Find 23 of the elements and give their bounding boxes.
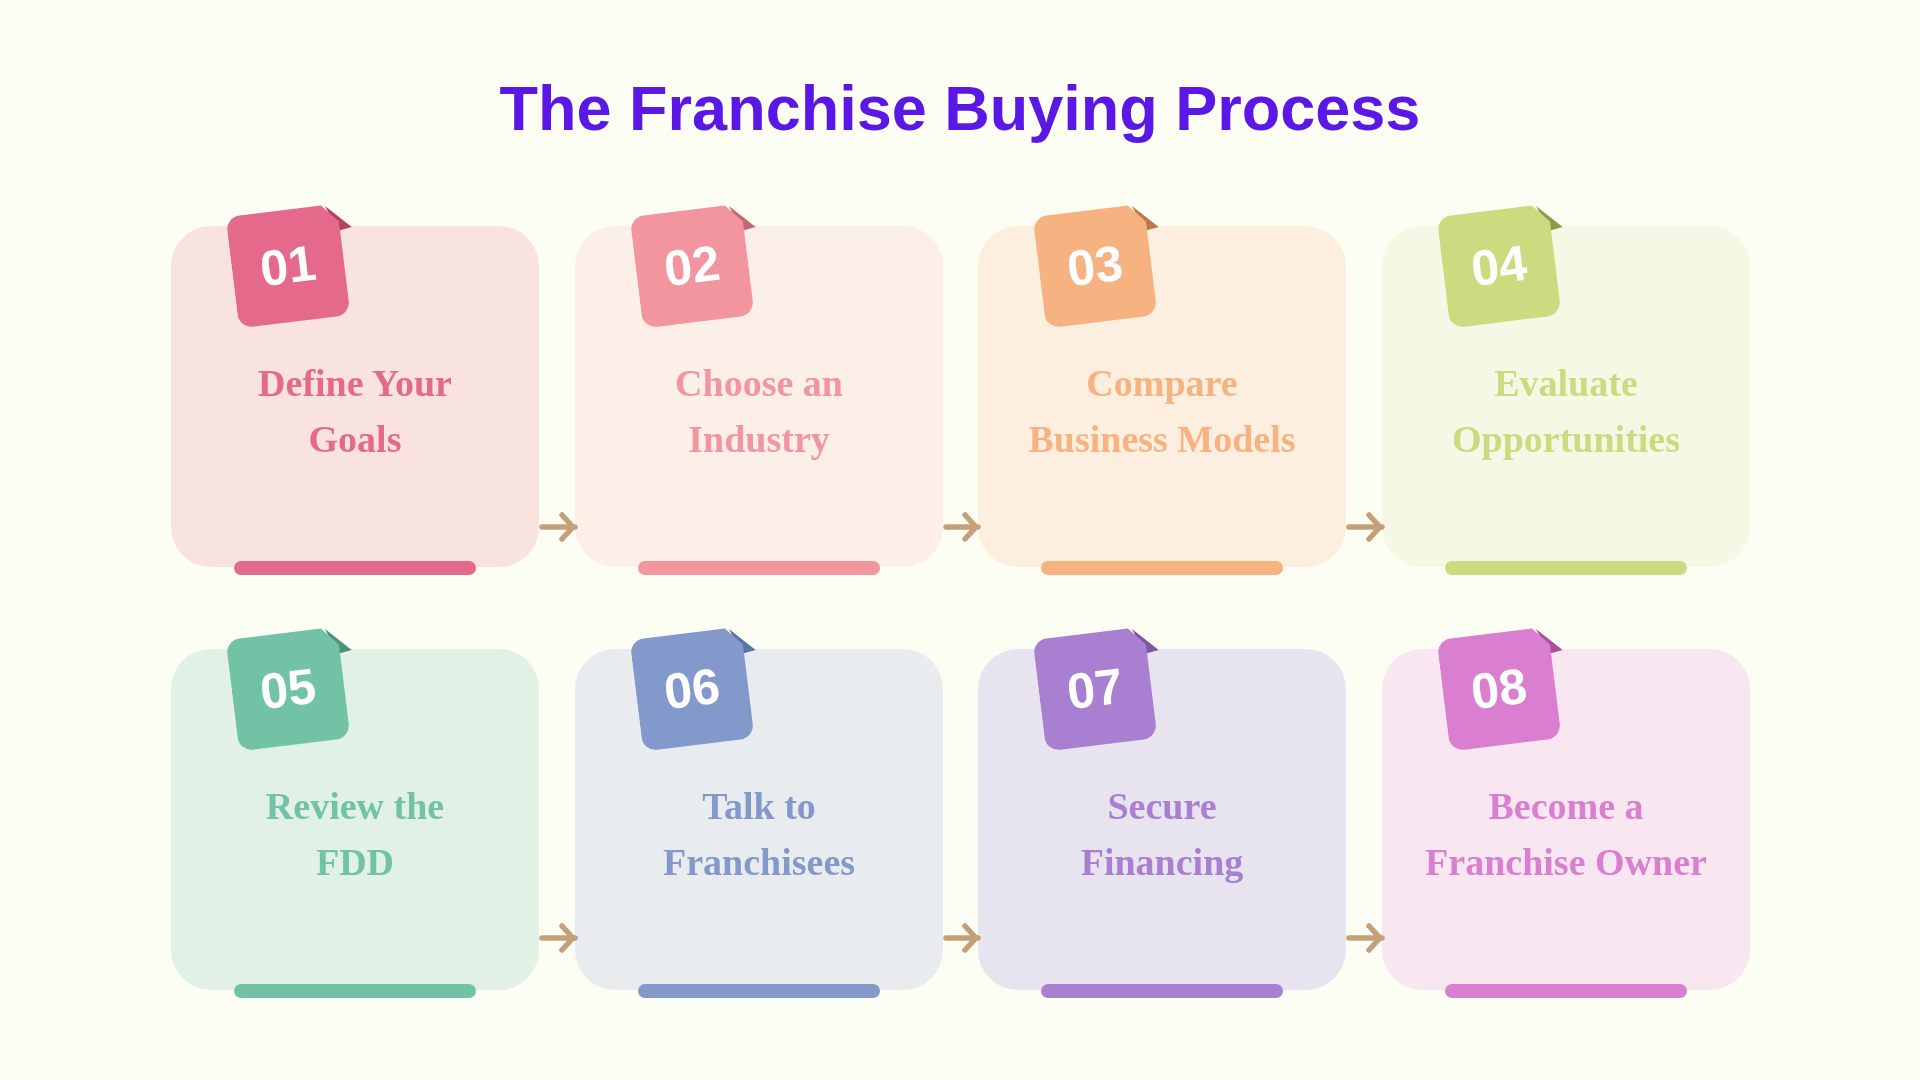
arrow: [539, 512, 578, 542]
step-number: 04: [1468, 234, 1530, 298]
step-title: Evaluate Opportunities: [1450, 361, 1681, 462]
step-number: 01: [257, 234, 319, 298]
arrow: [1346, 512, 1385, 542]
step-number: 05: [257, 657, 319, 721]
arrow: [539, 923, 578, 953]
step-number: 08: [1468, 657, 1530, 721]
step-title: Define Your Goals: [257, 361, 453, 462]
step-title: Talk to Franchisees: [661, 784, 857, 885]
step-number: 06: [661, 657, 723, 721]
arrow: [943, 512, 981, 542]
page-title: The Franchise Buying Process: [499, 72, 1421, 144]
step-title: Compare Business Models: [1027, 361, 1297, 462]
step-number: 02: [661, 234, 723, 298]
step-title: Become a Franchise Owner: [1424, 784, 1708, 885]
step-title: Choose an Industry: [674, 361, 844, 462]
step-title: Review the FDD: [264, 784, 446, 885]
step-number: 03: [1064, 234, 1126, 298]
step-title: Secure Financing: [1079, 784, 1245, 885]
step-number: 07: [1064, 657, 1126, 721]
arrow: [1346, 923, 1385, 953]
arrow: [943, 923, 981, 953]
